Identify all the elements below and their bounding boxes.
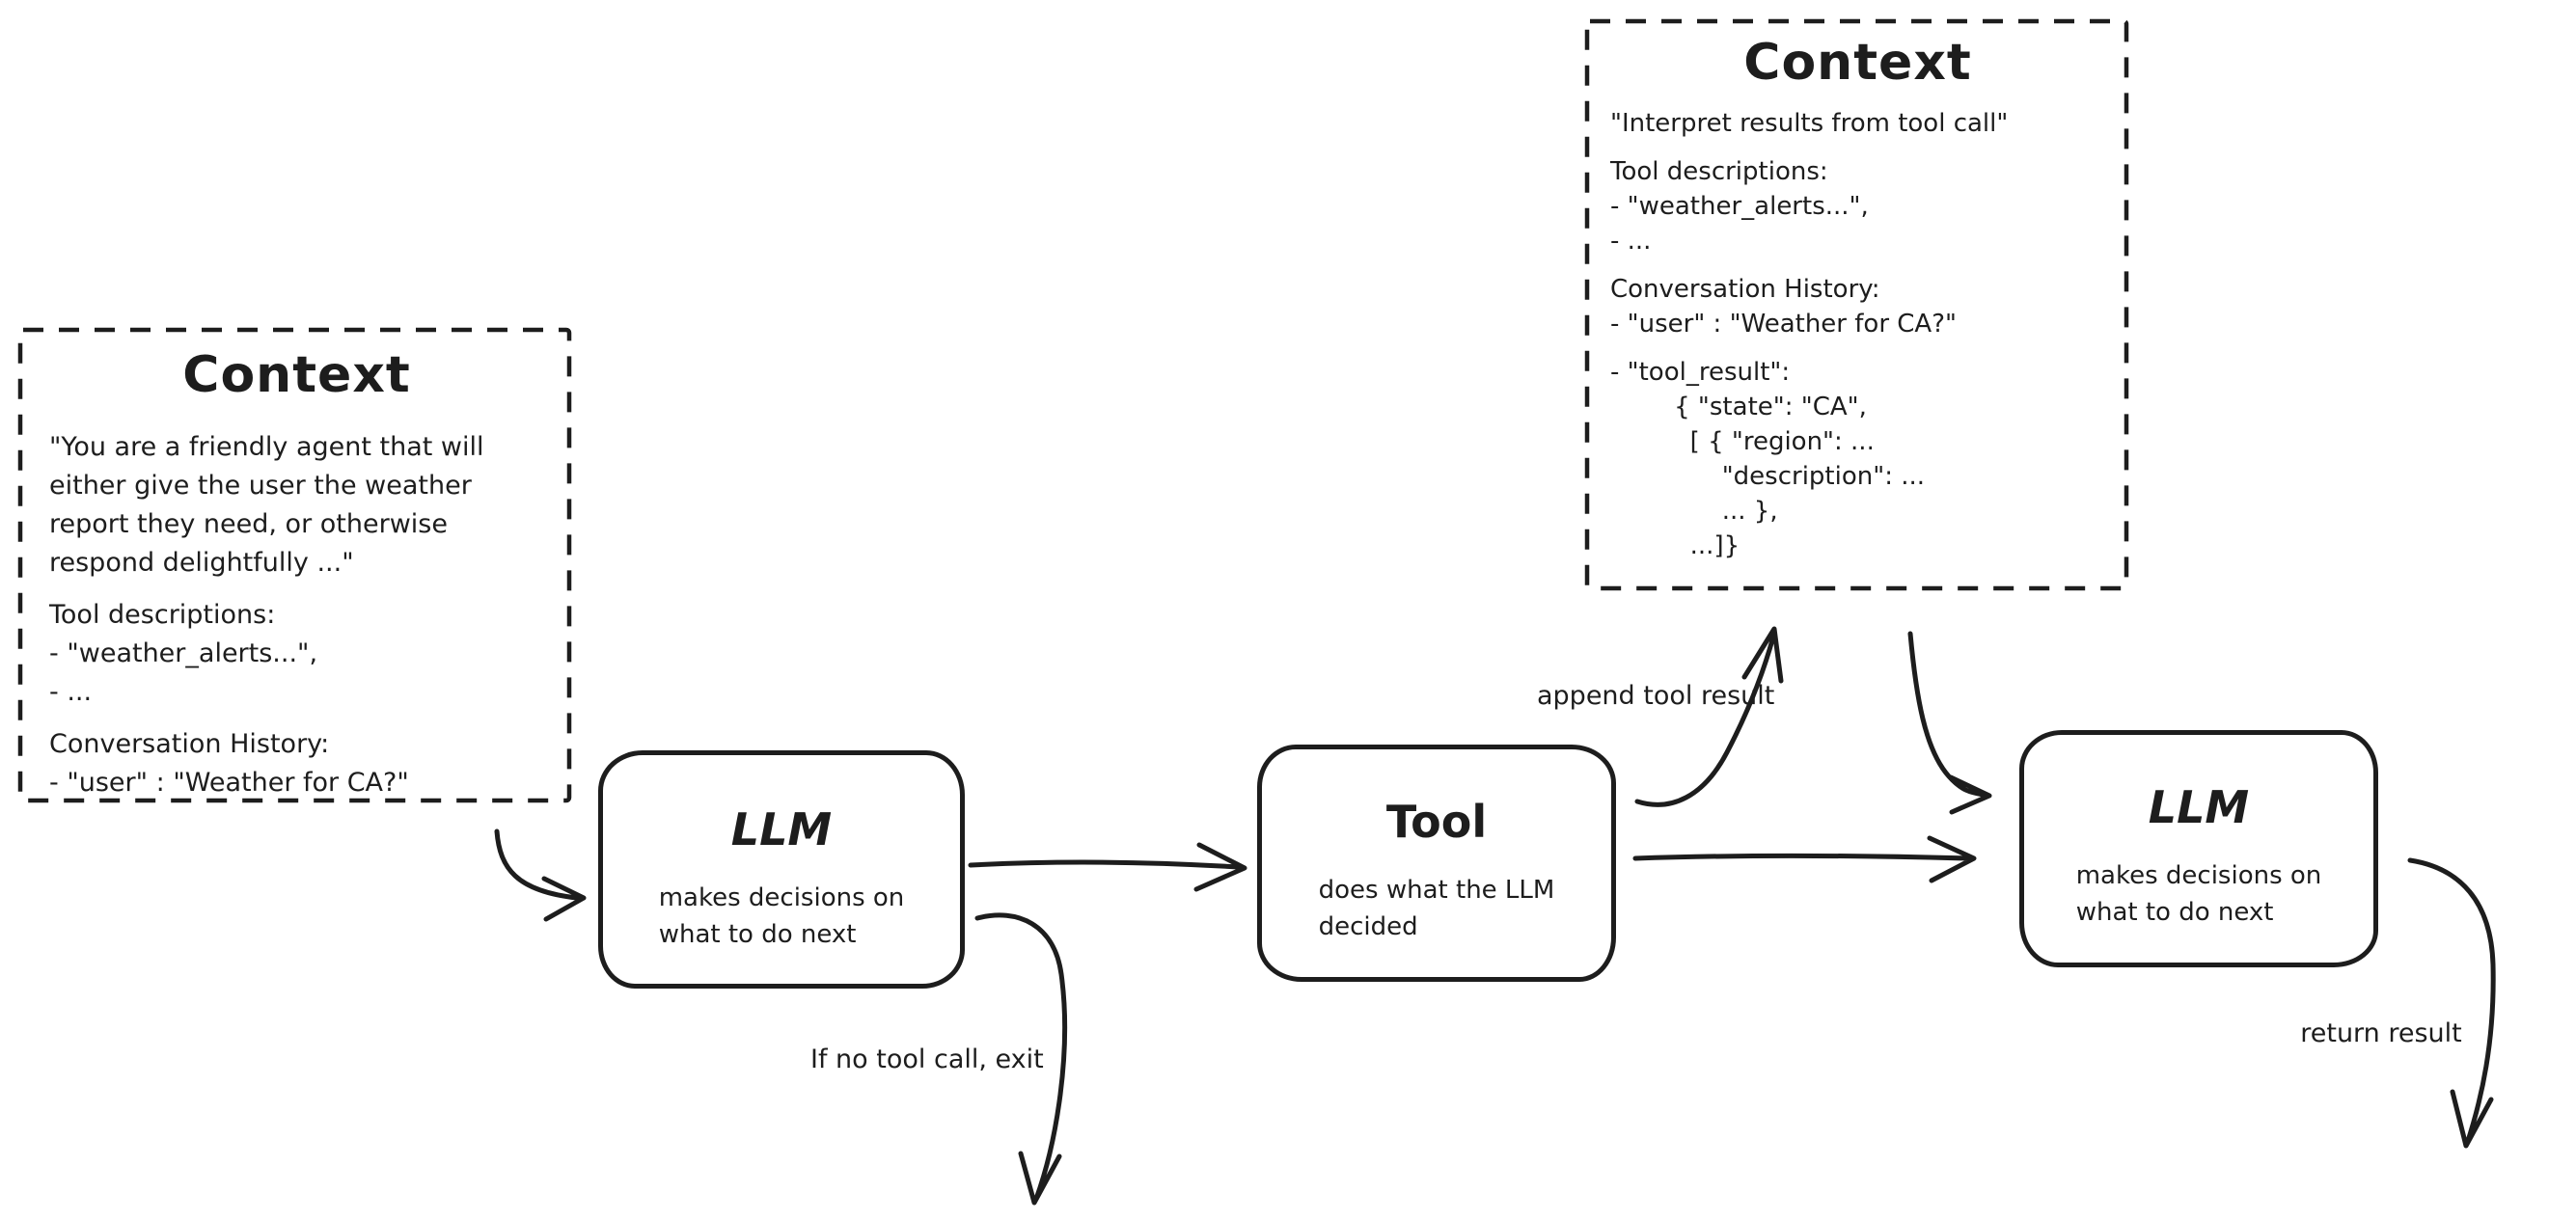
arrow-tool-to-llm2 bbox=[1632, 835, 1977, 883]
arrow-tool-to-context-right bbox=[1634, 626, 1784, 807]
return-result-label: return result bbox=[2300, 1018, 2462, 1048]
append-tool-result-label: append tool result bbox=[1537, 681, 1775, 711]
context-left-box: Context "You are a friendly agent that w… bbox=[20, 330, 569, 800]
arrow-llm1-exit bbox=[974, 912, 1068, 1206]
context-right-box: Context "Interpret results from tool cal… bbox=[1587, 21, 2126, 588]
llm2-title: LLM bbox=[2148, 781, 2250, 833]
arrow-llm1-to-tool bbox=[968, 842, 1247, 892]
arrow-context-right-to-llm2 bbox=[1907, 631, 1992, 815]
arrow-context-left-to-llm1 bbox=[494, 828, 587, 922]
tool-node: Tool does what the LLM decided bbox=[1257, 745, 1616, 982]
no-tool-call-exit-label: If no tool call, exit bbox=[810, 1045, 1044, 1074]
llm2-node: LLM makes decisions on what to do next bbox=[2019, 730, 2378, 967]
llm1-title: LLM bbox=[730, 803, 833, 855]
llm1-subtitle: makes decisions on what to do next bbox=[658, 882, 905, 949]
context-left-title: Context bbox=[182, 346, 411, 404]
context-left-border bbox=[17, 327, 572, 803]
context-right-border bbox=[1584, 18, 2129, 591]
llm2-subtitle: makes decisions on what to do next bbox=[2075, 860, 2322, 927]
tool-title: Tool bbox=[1385, 796, 1488, 848]
context-right-body: "Interpret results from tool call"Tool d… bbox=[1610, 108, 2009, 560]
arrow-llm2-return-result bbox=[2407, 857, 2496, 1149]
context-right-title: Context bbox=[1743, 34, 1972, 92]
tool-subtitle: does what the LLM decided bbox=[1318, 875, 1555, 941]
llm1-node: LLM makes decisions on what to do next bbox=[598, 750, 965, 989]
